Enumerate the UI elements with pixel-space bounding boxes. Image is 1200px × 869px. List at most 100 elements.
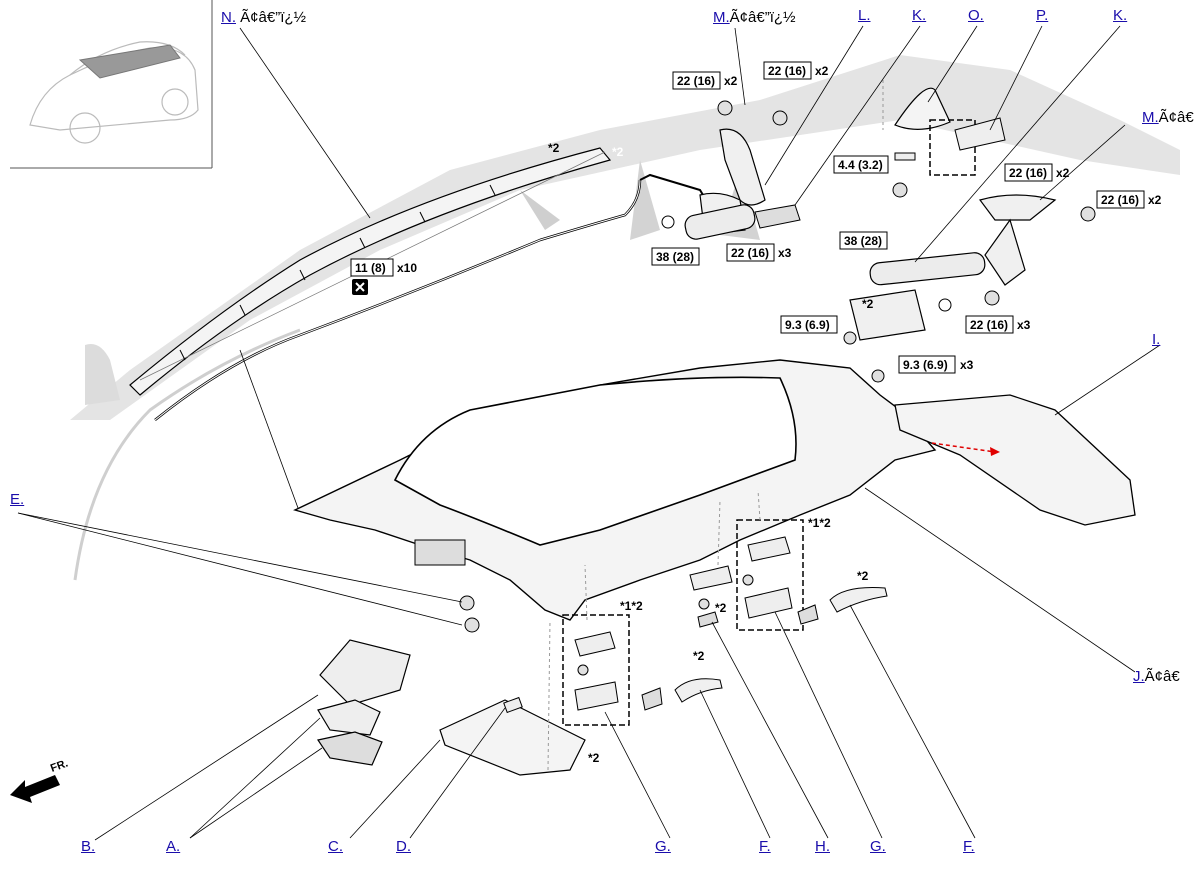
- callout-link-h[interactable]: H.: [815, 838, 830, 855]
- torque-spec: 38 (28): [839, 231, 888, 250]
- sun-visor: [439, 696, 586, 776]
- callout-link-g[interactable]: G.: [870, 838, 886, 855]
- svg-text:9.3 (6.9): 9.3 (6.9): [903, 358, 948, 372]
- callout-p: P.: [1036, 8, 1048, 24]
- front-direction-arrow: FR.: [10, 757, 70, 803]
- callout-link-o[interactable]: O.: [968, 7, 984, 24]
- note-marker: *2: [548, 141, 560, 155]
- torque-spec: 38 (28): [651, 247, 700, 266]
- alignment-lines: [547, 80, 884, 771]
- callout-k: K.: [1113, 8, 1127, 24]
- callout-link-k[interactable]: K.: [912, 7, 927, 24]
- note-marker: *2: [857, 569, 869, 583]
- callout-link-m[interactable]: M.: [713, 9, 730, 26]
- callout-f: F.: [759, 839, 771, 855]
- svg-text:x2: x2: [1148, 193, 1162, 207]
- callout-g: G.: [870, 839, 886, 855]
- svg-text:x3: x3: [960, 358, 974, 372]
- callout-a: A.: [166, 839, 180, 855]
- torque-spec: 4.4 (3.2): [833, 155, 889, 174]
- torque-spec: 9.3 (6.9) x3: [898, 355, 974, 374]
- roof-headliner: [293, 359, 1136, 621]
- note-marker: *2: [862, 297, 874, 311]
- torque-spec: 22 (16) x2: [1004, 163, 1070, 182]
- callout-link-g[interactable]: G.: [655, 838, 671, 855]
- svg-text:x10: x10: [397, 261, 417, 275]
- svg-text:22 (16): 22 (16): [970, 318, 1008, 332]
- svg-text:x2: x2: [815, 64, 829, 78]
- callout-i: I.: [1152, 332, 1160, 348]
- hinge-strut-left: [661, 100, 801, 240]
- svg-text:11 (8): 11 (8): [355, 261, 386, 275]
- note-marker: *2: [588, 751, 600, 765]
- callout-suffix: Ã¢â€”ï¿½: [240, 9, 307, 26]
- torque-spec: 22 (16) x2: [1096, 190, 1162, 209]
- callout-g: G.: [655, 839, 671, 855]
- vehicle-inset: [10, 0, 213, 169]
- callout-link-d[interactable]: D.: [396, 838, 411, 855]
- torque-spec: 22 (16) x3: [965, 315, 1031, 334]
- callout-link-e[interactable]: E.: [10, 491, 25, 508]
- antenna-module: [892, 87, 1006, 198]
- callout-suffix: Ã¢â€: [1158, 109, 1194, 126]
- torque-spec: 11 (8) x10: [350, 258, 417, 277]
- svg-text:x3: x3: [1017, 318, 1031, 332]
- callout-d: D.: [396, 839, 411, 855]
- callout-link-i[interactable]: I.: [1152, 331, 1161, 348]
- torque-spec: 22 (16) x2: [672, 71, 738, 90]
- callout-o: O.: [968, 8, 984, 24]
- svg-text:38 (28): 38 (28): [844, 234, 882, 248]
- callout-link-p[interactable]: P.: [1036, 7, 1049, 24]
- callout-link-b[interactable]: B.: [81, 838, 96, 855]
- callout-suffix: Ã¢â€: [1144, 668, 1180, 685]
- callout-link-j[interactable]: J.: [1133, 668, 1145, 685]
- note-marker: *2: [693, 649, 705, 663]
- svg-text:x2: x2: [724, 74, 738, 88]
- callout-c: C.: [328, 839, 343, 855]
- callout-f: F.: [963, 839, 975, 855]
- torque-spec: 22 (16) x2: [763, 61, 829, 80]
- callout-link-k[interactable]: K.: [1113, 7, 1128, 24]
- svg-text:9.3 (6.9): 9.3 (6.9): [785, 318, 830, 332]
- svg-text:22 (16): 22 (16): [1101, 193, 1139, 207]
- note-marker: *1*2: [620, 599, 643, 613]
- callout-link-l[interactable]: L.: [858, 7, 871, 24]
- callout-link-c[interactable]: C.: [328, 838, 343, 855]
- note-marker: *2: [612, 145, 624, 159]
- callout-n: N. Ã¢â€”ï¿½: [221, 10, 306, 26]
- callout-m: M.Ã¢â€”ï¿½: [713, 10, 796, 26]
- torque-specs: 22 (16) x2 22 (16) x2 4.4 (3.2) 22 (16) …: [350, 61, 1162, 374]
- svg-text:x2: x2: [1056, 166, 1070, 180]
- note-marker: *2: [715, 601, 727, 615]
- svg-text:22 (16): 22 (16): [677, 74, 715, 88]
- torque-spec: 22 (16) x3: [726, 243, 792, 262]
- leader-lines: [17, 25, 1161, 841]
- curtain-airbag: [129, 147, 612, 396]
- callout-k: K.: [912, 8, 926, 24]
- callout-h: H.: [815, 839, 830, 855]
- callout-m: M.Ã¢â€: [1142, 110, 1194, 126]
- callout-b: B.: [81, 839, 95, 855]
- callout-link-n[interactable]: N.: [221, 9, 236, 26]
- torque-spec: 9.3 (6.9): [780, 315, 838, 334]
- callout-link-a[interactable]: A.: [166, 838, 181, 855]
- install-direction-arrow: [931, 442, 1000, 456]
- hinge-strut-right: [843, 194, 1096, 383]
- svg-text:22 (16): 22 (16): [768, 64, 806, 78]
- callout-suffix: Ã¢â€”ï¿½: [729, 9, 796, 26]
- callout-j: J.Ã¢â€: [1133, 669, 1180, 685]
- note-marker: *1*2: [808, 516, 831, 530]
- roof-ghost: [70, 55, 1180, 581]
- svg-text:22 (16): 22 (16): [731, 246, 769, 260]
- svg-text:4.4 (3.2): 4.4 (3.2): [838, 158, 883, 172]
- callout-l: L.: [858, 8, 871, 24]
- callout-link-f[interactable]: F.: [963, 838, 975, 855]
- dome-light: [317, 595, 480, 766]
- callout-e: E.: [10, 492, 24, 508]
- callout-link-m[interactable]: M.: [1142, 109, 1159, 126]
- svg-text:38 (28): 38 (28): [656, 250, 694, 264]
- callout-link-f[interactable]: F.: [759, 838, 771, 855]
- front-direction-label: FR.: [49, 757, 70, 774]
